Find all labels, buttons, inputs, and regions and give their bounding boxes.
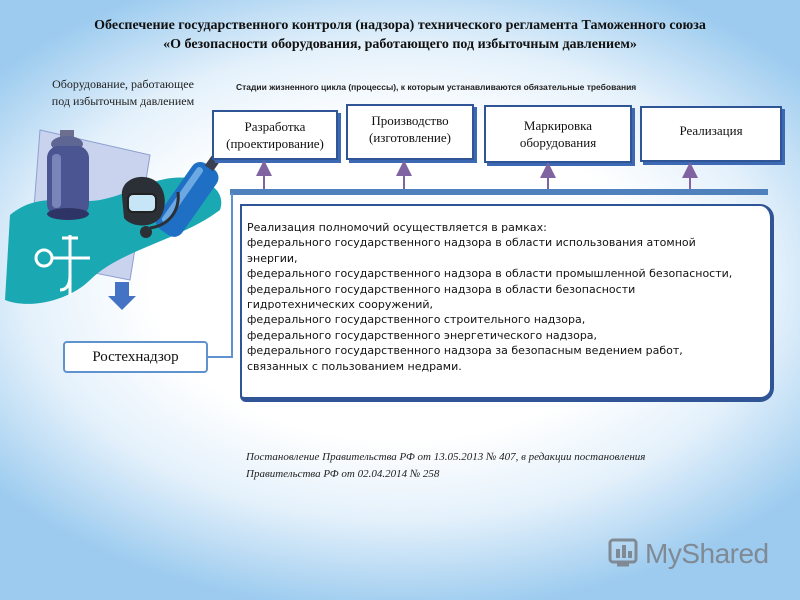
supervision-line: федерального государственного надзора за… (247, 344, 683, 358)
supervision-line: федерального государственного надзора в … (247, 267, 733, 281)
watermark-text: MyShared (645, 538, 769, 569)
title-line-1: Обеспечение государственного контроля (н… (94, 18, 706, 33)
supervision-line: федерального государственного строительн… (247, 313, 586, 327)
stage-production-line-2: (изготовление) (368, 130, 451, 145)
supervision-line: федерального государственного надзора в … (247, 282, 636, 296)
decree-line-2: Правительства РФ от 02.04.2014 № 258 (246, 468, 440, 480)
stage-marking-line-2: оборудования (519, 135, 597, 150)
supervision-line: связанных с пользованием недрами. (247, 359, 462, 373)
equipment-label: Оборудование, работающее под избыточным … (28, 76, 218, 110)
stage-development-line-2: (проектирование) (226, 136, 324, 151)
equipment-label-line-2: под избыточным давлением (51, 94, 195, 108)
stage-sale-line-1: Реализация (679, 123, 743, 138)
gas-cylinder-icon (47, 130, 89, 220)
supervision-box (240, 204, 774, 402)
down-arrow-icon (108, 282, 136, 310)
supervision-line: гидротехнических сооружений, (247, 298, 434, 312)
title-line-2: «О безопасности оборудования, работающег… (163, 37, 637, 52)
stage-box-sale: Реализация (640, 106, 782, 162)
supervision-text: Реализация полномочий осуществляется в р… (247, 220, 767, 374)
myshared-logo-icon (608, 538, 638, 567)
connector-bar (230, 189, 768, 195)
authority-box: Ростехнадзор (63, 341, 208, 373)
equipment-illustration (5, 129, 223, 310)
stage-development-line-1: Разработка (244, 119, 306, 134)
decree-reference: Постановление Правительства РФ от 13.05.… (246, 449, 766, 483)
pipe-valve-icon (34, 235, 90, 295)
stage-box-marking: Маркировка оборудования (484, 105, 632, 163)
stages-caption: Стадии жизненного цикла (процессы), к ко… (236, 82, 637, 92)
supervision-line: Реализация полномочий осуществляется в р… (247, 221, 547, 234)
stage-production-line-1: Производство (371, 113, 449, 128)
stage-marking-line-1: Маркировка (523, 118, 593, 133)
supervision-line: федерального государственного энергетиче… (247, 328, 598, 342)
supervision-line: федерального государственного надзора в … (247, 236, 696, 250)
stage-box-development: Разработка (проектирование) (212, 110, 338, 160)
equipment-label-line-1: Оборудование, работающее (52, 77, 194, 91)
decree-line-1: Постановление Правительства РФ от 13.05.… (246, 451, 646, 463)
diving-mask-icon (121, 176, 180, 238)
stage-box-production: Производство (изготовление) (346, 104, 474, 160)
watermark: MyShared (607, 536, 769, 572)
supervision-line: энергии, (247, 251, 298, 265)
page-title: Обеспечение государственного контроля (н… (30, 16, 770, 54)
